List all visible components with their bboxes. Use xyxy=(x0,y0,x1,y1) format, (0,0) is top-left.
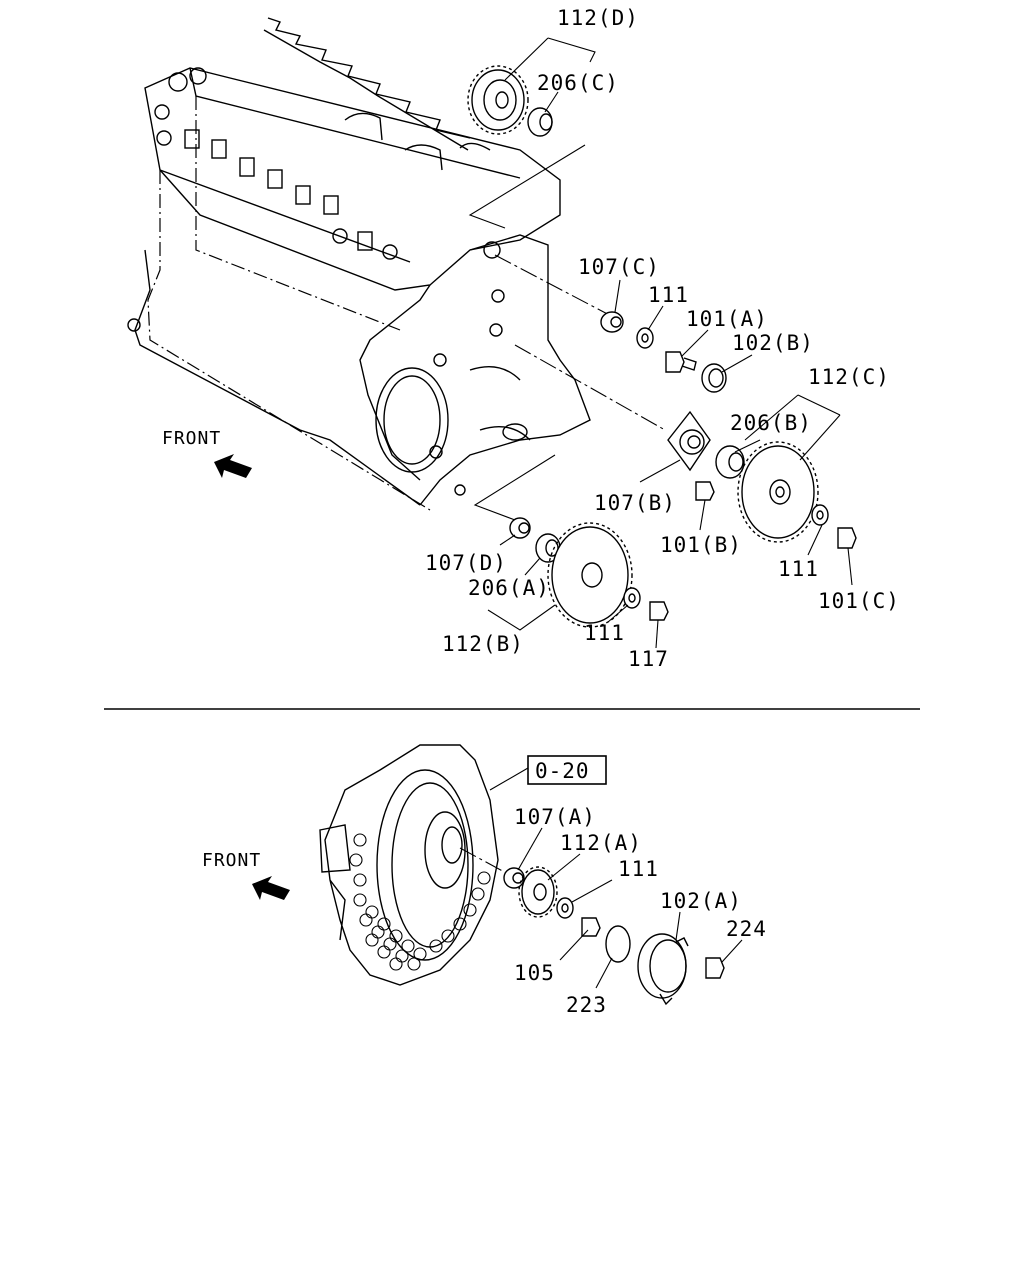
top-callout-lines xyxy=(487,37,853,649)
bolt-224 xyxy=(705,957,725,979)
flywheel-housing-drawing xyxy=(319,744,499,986)
label-117: 117 xyxy=(628,647,669,671)
ref-box xyxy=(527,755,607,785)
label-107b: 107(B) xyxy=(594,491,676,515)
ref-box-label: 0-20 xyxy=(535,759,590,783)
cover-102a xyxy=(637,933,689,1006)
label-111-c: 111 xyxy=(584,621,625,645)
front-arrow-bottom xyxy=(252,876,290,900)
shaft-107a xyxy=(503,867,525,889)
bushing-206c xyxy=(527,107,553,137)
shaft-107d xyxy=(509,517,531,539)
washer-111c xyxy=(623,587,641,609)
label-102a: 102(A) xyxy=(660,889,742,913)
gear-112b xyxy=(547,522,633,628)
bolt-101a xyxy=(665,351,697,373)
bottom-callout-lines xyxy=(489,767,743,989)
ring-102b xyxy=(701,363,727,393)
bolt-101b xyxy=(695,481,715,501)
label-206b: 206(B) xyxy=(730,411,812,435)
bushing-206b xyxy=(715,445,745,479)
label-206c: 206(C) xyxy=(537,71,619,95)
label-112b: 112(B) xyxy=(442,632,524,656)
engine-block-drawing xyxy=(127,17,591,511)
label-224: 224 xyxy=(726,917,767,941)
label-111-b: 111 xyxy=(778,557,819,581)
label-102b: 102(B) xyxy=(732,331,814,355)
washer-111b xyxy=(811,504,829,526)
oring-223 xyxy=(605,925,631,963)
label-107c: 107(C) xyxy=(578,255,660,279)
label-112d: 112(D) xyxy=(557,6,639,30)
bracket-107b xyxy=(667,410,711,472)
gear-112d xyxy=(467,65,529,135)
label-107a: 107(A) xyxy=(514,805,596,829)
front-label-top: FRONT xyxy=(162,428,221,449)
label-107d: 107(D) xyxy=(425,551,507,575)
label-105: 105 xyxy=(514,961,555,985)
label-223: 223 xyxy=(566,993,607,1017)
label-101a: 101(A) xyxy=(686,307,768,331)
shaft-107c xyxy=(600,311,624,333)
bottom-centre-line xyxy=(459,847,511,876)
front-label-bottom: FRONT xyxy=(202,850,261,871)
washer-111a xyxy=(636,327,654,349)
gear-112a xyxy=(518,866,558,918)
label-101c: 101(C) xyxy=(818,589,900,613)
label-101b: 101(B) xyxy=(660,533,742,557)
front-arrow-top xyxy=(214,454,252,478)
bolt-101c xyxy=(837,527,857,549)
label-112a: 112(A) xyxy=(560,831,642,855)
label-111-bottom: 111 xyxy=(618,857,659,881)
gear-112c xyxy=(737,441,819,543)
bolt-117 xyxy=(649,601,669,621)
label-111-a: 111 xyxy=(648,283,689,307)
label-112c: 112(C) xyxy=(808,365,890,389)
washer-111-bottom xyxy=(556,897,574,919)
label-206a: 206(A) xyxy=(468,576,550,600)
top-leader-lines xyxy=(468,144,666,521)
